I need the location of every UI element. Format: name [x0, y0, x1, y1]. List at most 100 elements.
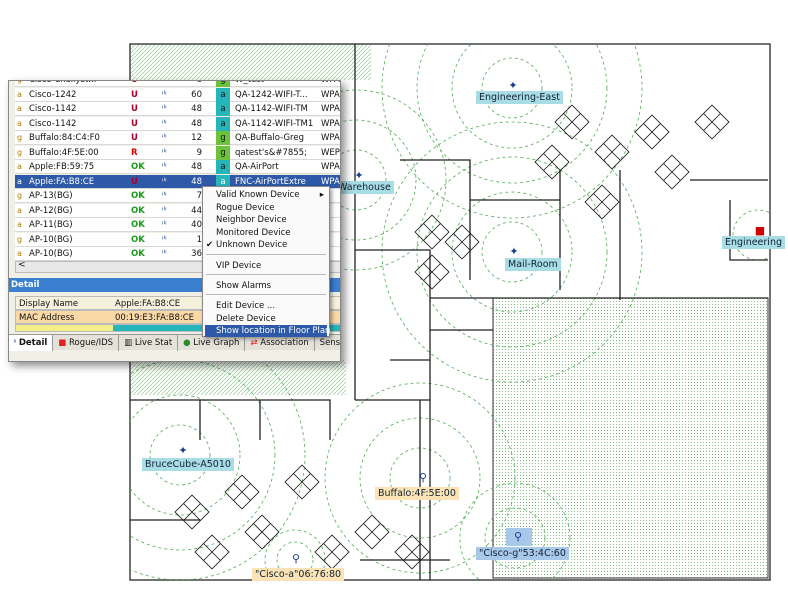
antenna-icon: ᵎᴵᵎ: [162, 249, 167, 259]
antenna-icon: ᵎᴵᵎ: [162, 234, 167, 245]
map-label-buffalo[interactable]: Buffalo:4F:5E:00: [375, 487, 459, 500]
menu-item[interactable]: Neighbor Device: [205, 214, 327, 226]
table-row[interactable]: g Cisco-unallyst... U ᵎᴵᵎ 6 g W_test WPA: [15, 80, 340, 87]
coverage-ring: [481, 221, 543, 283]
radio-band-icon: g: [17, 81, 22, 87]
client-device-icon[interactable]: ⚲: [513, 530, 523, 543]
menu-item-label: Show Alarms: [216, 281, 272, 291]
antenna-icon: ᵎᴵᵎ: [162, 133, 167, 143]
tab-detail[interactable]: ᵎ Detail: [9, 335, 54, 351]
menu-item[interactable]: Delete Device: [205, 313, 327, 325]
coverage-ring: [276, 541, 314, 579]
radio-band-icon: g: [17, 133, 23, 142]
device-status: OK: [131, 220, 145, 230]
map-label-cisco-a[interactable]: "Cisco-a"06:76:80: [252, 568, 345, 581]
coverage-ring: [459, 482, 571, 580]
tab-association[interactable]: ⇄ Association: [245, 335, 315, 351]
antenna-icon: ᵎᴵᵎ: [162, 104, 167, 114]
map-label-warehouse[interactable]: Warehouse: [335, 181, 394, 194]
map-label-bruce-cube[interactable]: BruceCube-A5010: [142, 458, 234, 471]
table-row[interactable]: g Buffalo:4F:5E:00 R ᵎᴵᵎ 9 g qatest's&#7…: [15, 145, 340, 160]
menu-item[interactable]: VIP Device: [205, 260, 327, 272]
ssid: QA-AirPort: [235, 162, 279, 172]
map-label-engineering-east[interactable]: Engineering-East: [476, 91, 563, 104]
security: WEP: [321, 147, 340, 158]
detail-label: MAC Address: [19, 313, 75, 323]
channel: 48: [191, 118, 202, 129]
client-device-icon[interactable]: ⚲: [291, 552, 301, 565]
security: WPA: [321, 176, 340, 187]
band: a: [216, 116, 230, 131]
map-label-mail-room[interactable]: Mail-Room: [505, 258, 561, 271]
radio-band-icon: a: [17, 104, 22, 113]
tab-sensor[interactable]: Sens: [315, 335, 340, 351]
device-name: Cisco-1242: [29, 89, 77, 100]
channel: 44: [191, 205, 202, 216]
menu-item[interactable]: Edit Device ...: [205, 300, 327, 312]
map-label-engineering[interactable]: Engineering: [722, 236, 785, 249]
menu-separator: [206, 254, 326, 255]
antenna-icon: ᵎᴵᵎ: [162, 147, 167, 158]
cubicle-divider: [453, 233, 471, 251]
table-row[interactable]: a Cisco-1142 U ᵎᴵᵎ 48 a QA-1142-WIFI-TM …: [15, 102, 340, 116]
checkmark-icon: ✔: [206, 240, 214, 250]
cubicle-divider: [363, 523, 381, 541]
map-label-cisco-g[interactable]: "Cisco-g"53:4C:60: [476, 547, 569, 560]
device-status: U: [131, 176, 138, 187]
tab-label: Live Graph: [193, 338, 240, 348]
antenna-icon: ᵎᴵᵎ: [162, 191, 167, 201]
menu-item[interactable]: Rogue Device: [205, 202, 327, 214]
cubicle-divider: [293, 473, 311, 491]
security: WPA: [321, 89, 340, 100]
coverage-ring: [149, 424, 211, 486]
graph-icon: ●: [183, 338, 191, 348]
submenu-arrow-icon: ▸: [319, 190, 324, 200]
access-point-icon[interactable]: ✦: [178, 444, 188, 457]
table-row[interactable]: a Cisco-1142 U ᵎᴵᵎ 48 a QA-1142-WIFI-TM1…: [15, 116, 340, 131]
scroll-left-icon[interactable]: <: [18, 260, 26, 270]
menu-item[interactable]: Show location in Floor Plan: [205, 325, 330, 337]
device-list-panel: g Cisco-unallyst... U ᵎᴵᵎ 6 g W_test WPA…: [8, 80, 341, 362]
band: g: [216, 131, 230, 145]
wifi-icon: ᵎ: [14, 338, 16, 348]
channel: 48: [191, 176, 202, 187]
menu-item-label: Edit Device ...: [216, 301, 276, 311]
cubicle-divider: [423, 263, 441, 281]
device-status: U: [131, 89, 138, 100]
menu-item[interactable]: Valid Known Device▸: [205, 189, 327, 201]
access-point-icon[interactable]: ✦: [354, 169, 364, 182]
ssid: QA-Buffalo-Greg: [235, 133, 304, 143]
device-name: Buffalo:84:C4:F0: [29, 133, 100, 143]
device-status: OK: [131, 162, 145, 172]
rogue-icon: ■: [58, 338, 67, 348]
table-row[interactable]: a Apple:FB:59:75 OK ᵎᴵᵎ 48 a QA-AirPort …: [15, 160, 340, 174]
menu-item[interactable]: Show Alarms: [205, 280, 327, 292]
device-name: Buffalo:4F:5E:00: [29, 147, 99, 158]
ssid: qatest's&#7855;: [235, 147, 307, 158]
coverage-ring: [381, 121, 643, 383]
tab-live-stat[interactable]: ▥ Live Stat: [119, 335, 179, 351]
access-point-icon[interactable]: ✦: [509, 245, 519, 258]
coverage-ring: [416, 156, 608, 348]
tab-live-graph[interactable]: ● Live Graph: [178, 335, 246, 351]
table-row[interactable]: a Apple:FA:B8:CE U ᵎᴵᵎ 48 a FNC-AirPortE…: [15, 174, 340, 189]
cubicle-divider: [203, 543, 221, 561]
band: a: [216, 160, 230, 174]
cubicle-divider: [183, 503, 201, 521]
alarm-device-icon[interactable]: ■: [754, 224, 766, 237]
ssid: QA-1242-WIFI-T...: [235, 89, 308, 100]
security: WPA: [321, 80, 340, 85]
access-point-icon[interactable]: ✦: [508, 79, 518, 92]
map-label-cisco-g-bg: [506, 528, 532, 546]
menu-item-label: Unknown Device: [216, 240, 288, 250]
coverage-ring: [324, 382, 516, 574]
tab-rogue-ids[interactable]: ■ Rogue/IDS: [53, 335, 120, 351]
menu-item[interactable]: Monitored Device: [205, 227, 327, 239]
device-status: U: [131, 133, 138, 143]
menu-item[interactable]: ✔Unknown Device: [205, 239, 327, 251]
table-row[interactable]: g Buffalo:84:C4:F0 U ᵎᴵᵎ 12 g QA-Buffalo…: [15, 131, 340, 145]
table-row[interactable]: a Cisco-1242 U ᵎᴵᵎ 60 a QA-1242-WIFI-T..…: [15, 87, 340, 102]
radio-band-icon: a: [17, 162, 22, 171]
channel: 48: [191, 162, 202, 172]
client-device-icon[interactable]: ⚲: [418, 471, 428, 484]
